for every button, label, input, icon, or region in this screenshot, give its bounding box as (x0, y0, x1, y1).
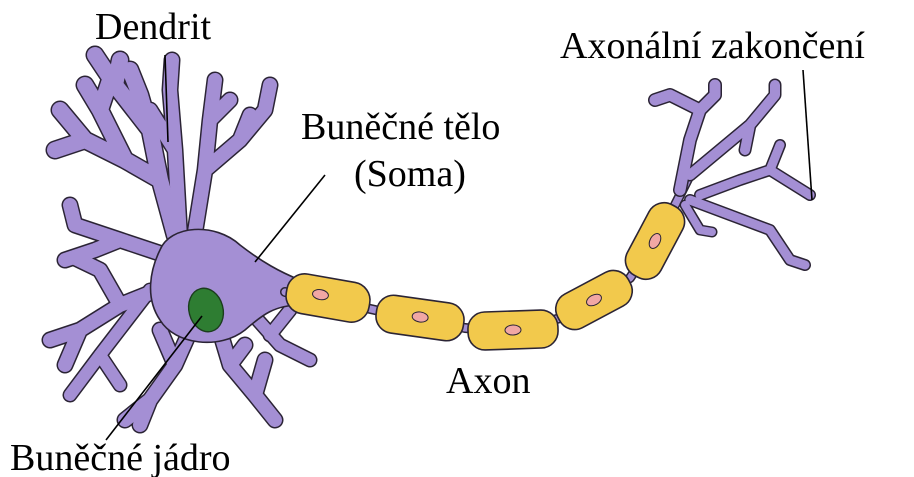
myelin-segment (550, 264, 638, 335)
leader-soma (255, 175, 325, 262)
myelin-segment (374, 293, 466, 343)
label-axon-terminal: Axonální zakončení (560, 25, 865, 67)
leader-axon-terminal (803, 70, 812, 200)
myelin-segment (283, 271, 373, 325)
label-nucleus: Buněčné jádro (10, 437, 231, 477)
label-soma-line1: Buněčné tělo (301, 106, 500, 148)
myelin-segment (467, 309, 558, 350)
label-soma-line2: (Soma) (354, 153, 466, 195)
label-axon: Axon (446, 360, 530, 402)
myelin-segment (619, 197, 690, 285)
label-dendrite: Dendrit (95, 6, 212, 48)
